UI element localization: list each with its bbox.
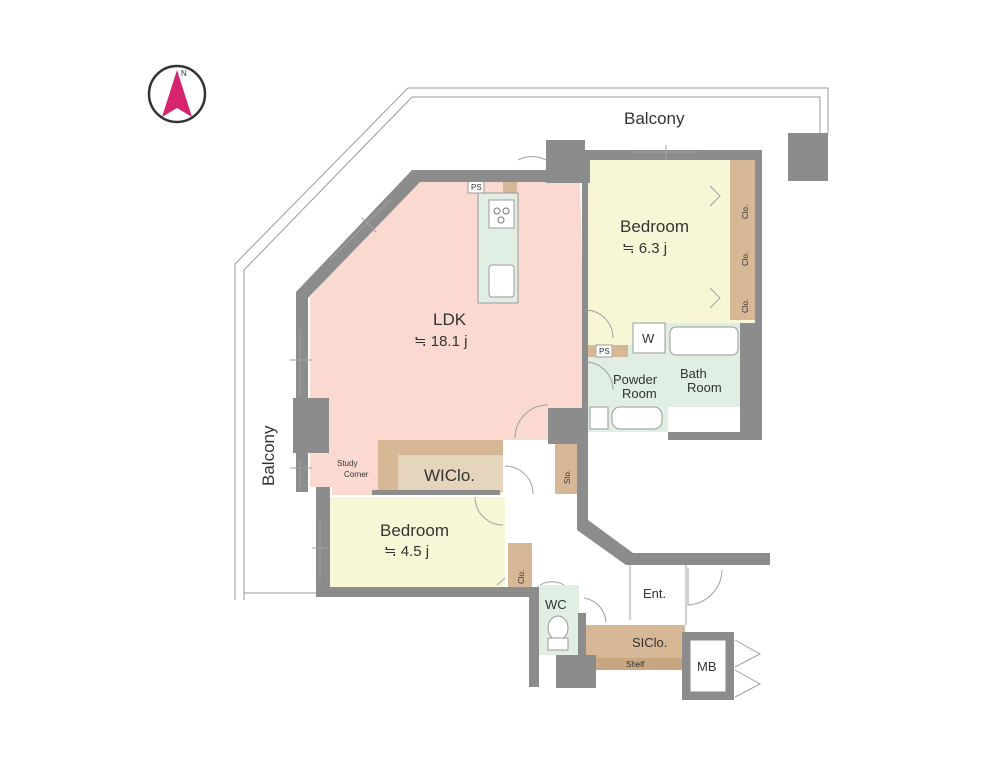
bath-room-line2: Room [687,380,722,395]
ps-label-2: PS [599,347,610,356]
balcony-left-label: Balcony [259,425,278,486]
ent-label: Ent. [643,586,666,601]
sto-label: Sto. [563,470,572,484]
clo-top-label-3: Clo. [741,299,750,313]
shelf-floor [596,658,685,670]
sto-floor [555,444,577,494]
compass: N [147,64,207,124]
clo-bottom-label: Clo. [517,570,526,584]
storage-small-2 [586,345,596,357]
mb-label: MB [697,659,717,674]
wiclo-label: WIClo. [424,466,475,485]
shelf-label: Shelf [626,660,645,669]
wc-label: WC [545,597,567,612]
bedroom-top-area: ≒ 6.3 j [622,240,667,257]
powder-room-line2: Room [622,386,657,401]
siclo-label: SIClo. [632,635,667,650]
powder-room-line1: Powder [613,372,658,387]
ldk-name: LDK [433,310,467,329]
bedroom-top-name: Bedroom [620,217,689,236]
w-floor [632,322,666,354]
ps-label-1: PS [471,183,482,192]
w-label: W [642,331,655,346]
labels: Balcony Balcony LDK ≒ 18.1 j Bedroom ≒ 6… [259,109,750,674]
bedroom-bottom-floor [328,497,505,587]
bedroom-bottom-area: ≒ 4.5 j [384,543,429,560]
study-corner-line1: Study [337,459,357,468]
kitchen [477,192,519,304]
bedroom-bottom-name: Bedroom [380,521,449,540]
bath-room-line1: Bath [680,366,707,381]
openings [290,145,762,698]
walls [293,133,828,700]
clo-top-label-1: Clo. [741,205,750,219]
clo-bottom-floor [508,543,532,587]
balcony-top-label: Balcony [624,109,685,128]
storage-small-1 [503,181,517,193]
bath-fixtures [547,326,739,651]
ldk-area: ≒ 18.1 j [414,333,467,350]
bedroom-top-floor [585,158,755,345]
mb-box [689,639,727,693]
north-arrow-icon [162,70,192,117]
north-label: N [181,69,187,78]
clo-top-floor [730,160,755,320]
storage-small-3 [612,345,628,357]
wiclo-inner [398,455,503,493]
balcony-outline [234,87,829,600]
study-corner-line2: Corner [344,470,369,479]
clo-top-label-2: Clo. [741,252,750,266]
